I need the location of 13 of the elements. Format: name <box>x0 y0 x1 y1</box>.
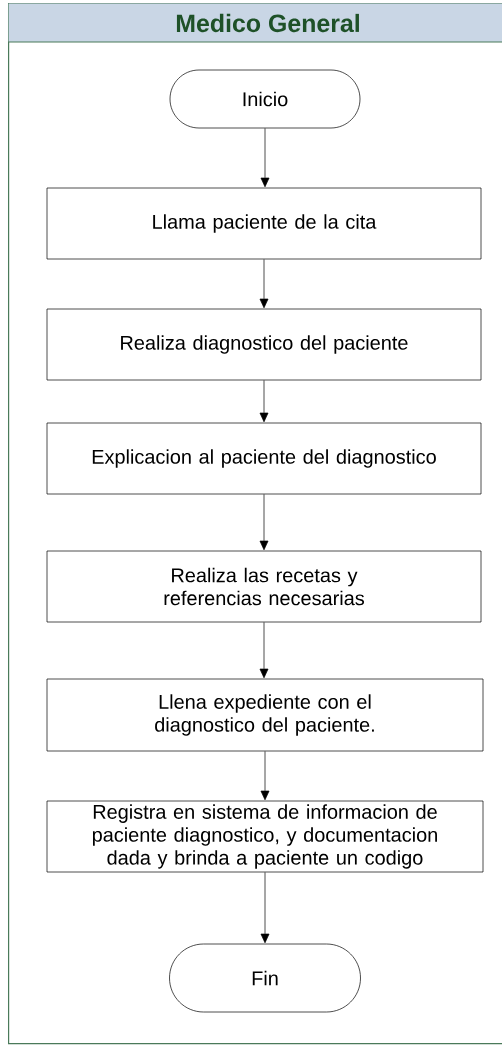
process-box: Explicacion al paciente del diagnostico <box>46 422 482 495</box>
process-box: Llama paciente de la cita <box>46 187 482 260</box>
arrow <box>259 380 269 423</box>
process-box: Llena expediente con el diagnostico del paciente. <box>46 678 484 752</box>
process-box: Registra en sistema de informacion de paciente diagnostico, y documentacion dada y brinda a paciente un codigo <box>46 800 484 873</box>
arrow <box>260 751 270 801</box>
arrow <box>260 128 270 188</box>
arrow <box>259 494 269 551</box>
process-box: Realiza diagnostico del paciente <box>46 308 482 381</box>
arrow <box>259 622 269 679</box>
arrow <box>259 259 269 309</box>
arrow <box>260 872 270 944</box>
process-box: Realiza las recetas y referencias necesarias <box>46 550 482 623</box>
